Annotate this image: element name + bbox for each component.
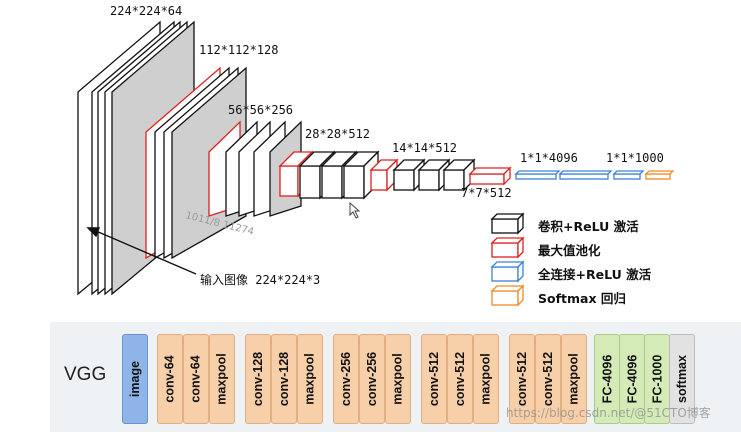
layer-block-image: image: [122, 334, 148, 424]
mouse-cursor-icon: [349, 201, 361, 219]
layer-block-fc: FC-1000: [644, 334, 670, 424]
layer-block-maxpool: maxpool: [473, 334, 499, 424]
vgg-title: VGG: [64, 364, 107, 385]
dim-label-28: 28*28*512: [305, 127, 370, 141]
legend-item-softmax: Softmax 回归: [490, 284, 626, 307]
layer-block-conv: conv-512: [535, 334, 561, 424]
layer-block-softmax: softmax: [669, 334, 695, 424]
legend-label-fc: 全连接+ReLU 激活: [537, 267, 652, 282]
dim-label-112: 112*112*128: [199, 43, 278, 57]
layer-block-conv: conv-512: [509, 334, 535, 424]
legend-label-softmax: Softmax 回归: [538, 291, 626, 306]
layer-block-conv: conv-128: [245, 334, 271, 424]
legend-label-conv: 卷积+ReLU 激活: [537, 219, 639, 234]
dim-label-14: 14*14*512: [392, 141, 457, 155]
input-arrow: [86, 227, 197, 275]
stage5-cubes: [369, 158, 476, 192]
layer-block-conv: conv-512: [447, 334, 473, 424]
dim-label-7: 7*7*512: [461, 186, 512, 200]
layer-block-conv: conv-512: [421, 334, 447, 424]
layer-block-conv: conv-256: [333, 334, 359, 424]
vgg-architecture-diagram: 224*224*64 112*112*128 56*56*256 28*28*5…: [77, 4, 675, 307]
stage4-cubes: [278, 150, 380, 200]
legend-item-conv: 卷积+ReLU 激活: [490, 212, 639, 235]
layer-block-maxpool: maxpool: [385, 334, 411, 424]
legend-label-pool: 最大值池化: [538, 243, 601, 258]
layer-block-conv: conv-64: [157, 334, 183, 424]
input-label: 输入图像 224*224*3: [200, 272, 320, 287]
page-watermark: https://blog.csdn.net/@51CTO博客: [506, 406, 711, 420]
legend-item-fc: 全连接+ReLU 激活: [490, 260, 652, 283]
layer-block-maxpool: maxpool: [561, 334, 587, 424]
layer-block-maxpool: maxpool: [297, 334, 323, 424]
legend-item-pool: 最大值池化: [490, 236, 601, 259]
layer-block-maxpool: maxpool: [209, 334, 235, 424]
dim-label-224: 224*224*64: [110, 4, 182, 18]
dim-label-fc1000: 1*1*1000: [606, 151, 664, 165]
layer-block-fc: FC-4096: [594, 334, 620, 424]
softmax-layer: [644, 170, 675, 180]
layer-block-conv: conv-64: [183, 334, 209, 424]
layer-block-conv: conv-128: [271, 334, 297, 424]
layer-block-conv: conv-256: [359, 334, 385, 424]
legend: 卷积+ReLU 激活 最大值池化 全连接+ReLU 激活 Softmax 回归: [490, 212, 652, 307]
fc-layers: [514, 170, 645, 180]
dim-label-fc4096: 1*1*4096: [520, 151, 578, 165]
dim-label-56: 56*56*256: [228, 103, 293, 117]
stage6-pool: [468, 166, 512, 186]
